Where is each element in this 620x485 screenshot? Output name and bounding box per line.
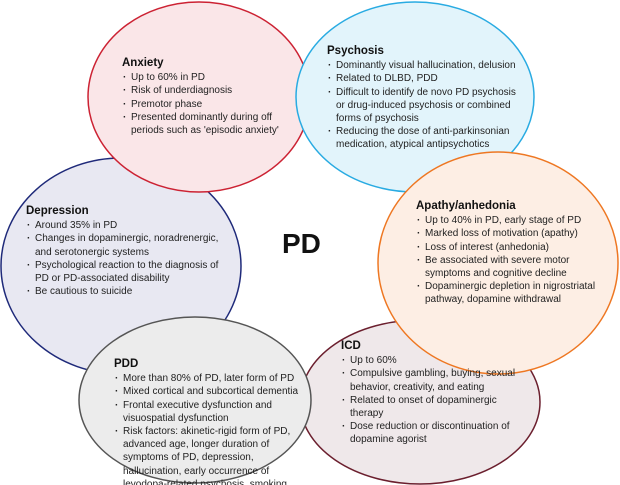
list-item: Around 35% in PD (26, 219, 226, 232)
icd-list: Up to 60%Compulsive gambling, buying, se… (341, 354, 521, 446)
depression-title: Depression (26, 205, 89, 217)
pdd-title: PDD (114, 358, 139, 370)
anxiety-list: Up to 60% in PDRisk of underdiagnosisPre… (122, 71, 302, 137)
icd-title: ICD (341, 340, 361, 352)
list-item: Changes in dopaminergic, noradrenergic, … (26, 232, 226, 258)
list-item: More than 80% of PD, later form of PD (114, 372, 299, 385)
icd-box: ICD Up to 60%Compulsive gambling, buying… (341, 340, 521, 447)
list-item: Dose reduction or discontinuation of dop… (341, 420, 521, 446)
list-item: Up to 60% in PD (122, 71, 302, 84)
list-item: Up to 60% (341, 354, 521, 367)
list-item: Related to onset of dopaminergic therapy (341, 394, 521, 420)
list-item: Presented dominantly during off periods … (122, 111, 302, 137)
psychosis-list: Dominantly visual hallucination, delusio… (327, 59, 522, 151)
list-item: Dominantly visual hallucination, delusio… (327, 59, 522, 72)
apathy-box: Apathy/anhedonia Up to 40% in PD, early … (416, 200, 606, 307)
depression-list: Around 35% in PDChanges in dopaminergic,… (26, 219, 226, 298)
list-item: Loss of interest (anhedonia) (416, 241, 606, 254)
list-item: Marked loss of motivation (apathy) (416, 227, 606, 240)
list-item: Risk factors: akinetic-rigid form of PD,… (114, 425, 299, 485)
list-item: Be cautious to suicide (26, 285, 226, 298)
list-item: Be associated with severe motor symptoms… (416, 254, 606, 280)
psychosis-title: Psychosis (327, 45, 384, 57)
list-item: Reducing the dose of anti-parkinsonian m… (327, 125, 522, 151)
list-item: Premotor phase (122, 98, 302, 111)
depression-box: Depression Around 35% in PDChanges in do… (26, 205, 226, 299)
list-item: Psychological reaction to the diagnosis … (26, 259, 226, 285)
pdd-list: More than 80% of PD, later form of PDMix… (114, 372, 299, 485)
list-item: Related to DLBD, PDD (327, 72, 522, 85)
list-item: Up to 40% in PD, early stage of PD (416, 214, 606, 227)
list-item: Dopaminergic depletion in nigrostriatal … (416, 280, 606, 306)
pdd-box: PDD More than 80% of PD, later form of P… (114, 358, 299, 485)
psychosis-box: Psychosis Dominantly visual hallucinatio… (327, 45, 522, 152)
list-item: Difficult to identify de novo PD psychos… (327, 86, 522, 126)
list-item: Frontal executive dysfunction and visuos… (114, 399, 299, 425)
anxiety-box: Anxiety Up to 60% in PDRisk of underdiag… (122, 57, 302, 137)
center-label: PD (282, 228, 321, 259)
apathy-title: Apathy/anhedonia (416, 200, 516, 212)
list-item: Risk of underdiagnosis (122, 84, 302, 97)
anxiety-title: Anxiety (122, 57, 164, 69)
list-item: Compulsive gambling, buying, sexual beha… (341, 367, 521, 393)
apathy-list: Up to 40% in PD, early stage of PDMarked… (416, 214, 606, 306)
list-item: Mixed cortical and subcortical dementia (114, 385, 299, 398)
